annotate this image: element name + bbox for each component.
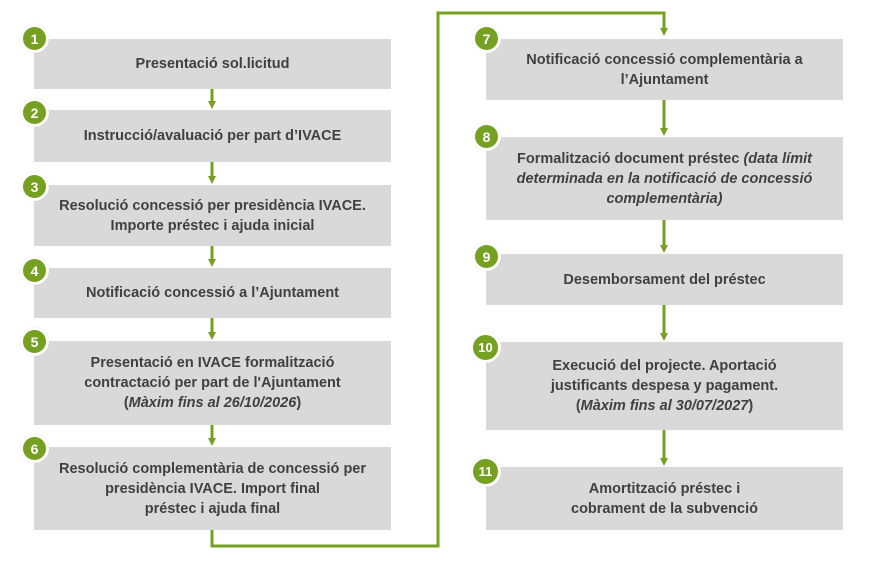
- step-6-box: Resolució complementària de concessió pe…: [34, 447, 391, 530]
- step-2-text: Instrucció/avaluació per part d’IVACE: [83, 128, 342, 144]
- step-9-text: Desemborsament del préstec: [563, 271, 766, 288]
- step-1-text: Presentació sol.licitud: [135, 56, 290, 72]
- step-6-line-3: préstec i ajuda final: [144, 500, 281, 517]
- step-3-line-1: Resolució concessió per presidència IVAC…: [59, 197, 366, 214]
- step-6-line-1: Resolució complementària de concessió pe…: [58, 460, 367, 477]
- step-5-deadline-text: Màxim fins al 26/10/2026: [128, 395, 297, 411]
- step-4-box: Notificació concessió a l’Ajuntament: [34, 268, 391, 318]
- step-2-box: Instrucció/avaluació per part d’IVACE: [34, 110, 391, 162]
- step-5-line-2: contractació per part de l'Ajuntament: [84, 375, 341, 391]
- step-9-badge: 9: [472, 242, 501, 271]
- step-11-box: Amortització préstec i cobrament de la s…: [486, 467, 843, 530]
- step-1-badge: 1: [20, 24, 49, 53]
- step-8-badge: 8: [472, 122, 501, 151]
- step-11-line-1: Amortització préstec i: [588, 480, 741, 497]
- step-10-deadline: (Màxim fins al 30/07/2027): [551, 396, 778, 416]
- step-3-badge: 3: [20, 172, 49, 201]
- step-10-deadline-text: Màxim fins al 30/07/2027: [580, 398, 749, 414]
- step-7-line-1: Notificació concessió complementària a: [526, 51, 803, 68]
- step-2-badge: 2: [20, 98, 49, 127]
- step-3-line-2: Importe préstec i ajuda inicial: [110, 217, 315, 234]
- step-8-deadline-text: (data límit determinada en la notificaci…: [516, 150, 813, 207]
- step-5-box: Presentació en IVACE formalització contr…: [34, 341, 391, 425]
- step-7-box: Notificació concessió complementària a l…: [486, 39, 843, 100]
- step-10-paren-close: ): [748, 398, 754, 414]
- step-3-box: Resolució concessió per presidència IVAC…: [34, 185, 391, 246]
- step-4-badge: 4: [20, 256, 49, 285]
- step-6-badge: 6: [20, 434, 49, 463]
- step-6-line-2: presidència IVACE. Import final: [105, 480, 320, 497]
- step-11-line-2: cobrament de la subvenció: [571, 500, 758, 517]
- step-11-badge: 11: [470, 456, 501, 487]
- step-10-paren-open: (: [575, 398, 581, 414]
- step-5-badge: 5: [20, 327, 49, 356]
- step-10-line-2: justificants despesa y pagament.: [550, 378, 779, 394]
- arrow-6-7: [210, 11, 668, 548]
- step-8-text: Formalització document préstec: [517, 150, 744, 167]
- step-8-box: Formalització document préstec (data lím…: [486, 137, 843, 220]
- step-10-box: Execució del projecte. Aportació justifi…: [486, 342, 843, 430]
- step-5-paren-open: (: [123, 395, 129, 411]
- step-5-deadline: (Màxim fins al 26/10/2026): [84, 393, 340, 413]
- step-9-box: Desemborsament del préstec: [486, 254, 843, 305]
- step-1-box: Presentació sol.licitud: [34, 39, 391, 89]
- step-5-line-1: Presentació en IVACE formalització: [90, 355, 335, 371]
- step-10-line-1: Execució del projecte. Aportació: [552, 358, 777, 374]
- step-7-badge: 7: [472, 24, 501, 53]
- step-4-text: Notificació concessió a l’Ajuntament: [86, 285, 339, 301]
- step-5-paren-close: ): [296, 395, 302, 411]
- step-10-badge: 10: [470, 332, 501, 363]
- step-7-line-2: l’Ajuntament: [620, 71, 709, 88]
